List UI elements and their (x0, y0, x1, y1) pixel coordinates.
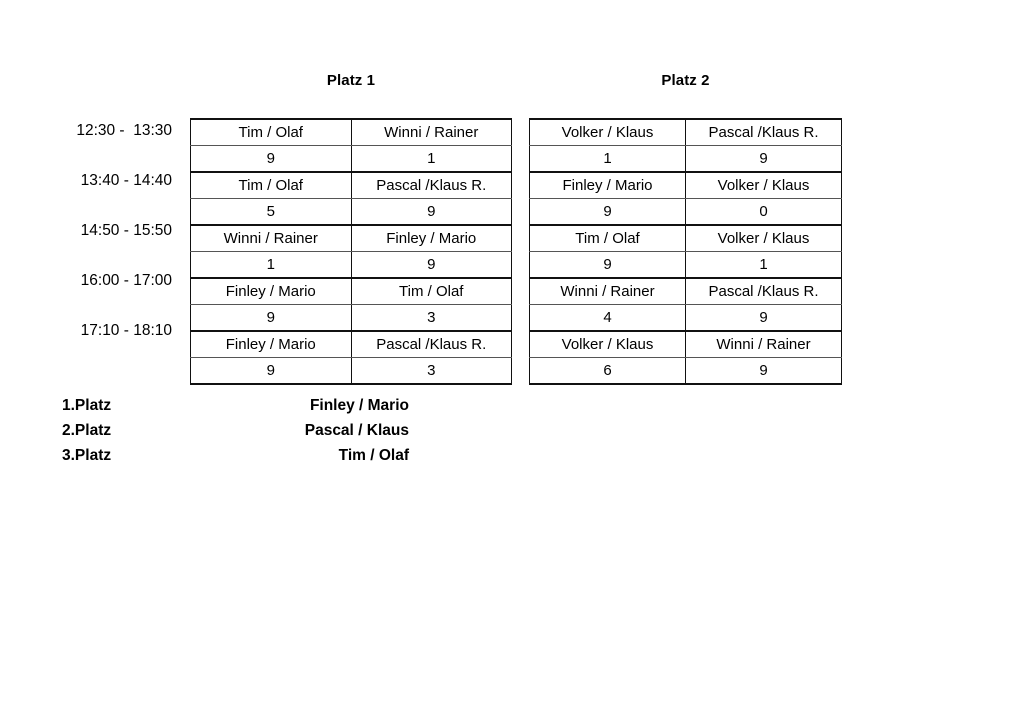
ranking-team-name: Finley / Mario (309, 397, 409, 414)
ranking-row: 3.Platz Tim / Olaf (0, 443, 415, 468)
team-cell: Pascal /Klaus R. (685, 277, 842, 305)
team-cell: Volker / Klaus (529, 118, 686, 146)
time-slot-label: 12:30 - 13:30 (76, 122, 172, 139)
team-cell: Volker / Klaus (529, 330, 686, 358)
score-cell: 1 (529, 145, 686, 173)
score-cell: 9 (685, 145, 842, 173)
team-cell: Tim / Olaf (529, 224, 686, 252)
match-teams-row: Tim / Olaf Volker / Klaus (529, 224, 842, 252)
score-cell: 1 (190, 251, 352, 279)
score-cell: 9 (529, 251, 686, 279)
score-cell: 0 (685, 198, 842, 226)
team-cell: Finley / Mario (350, 224, 512, 252)
score-cell: 9 (190, 145, 352, 173)
ranking-position-label: 1.Platz (62, 397, 112, 414)
time-slot: 17:10 - 18:10 (0, 318, 178, 368)
score-cell: 5 (190, 198, 352, 226)
match-scores-row: 6 9 (529, 357, 842, 385)
time-slot: 16:00 - 17:00 (0, 268, 178, 318)
team-cell: Finley / Mario (190, 277, 352, 305)
match-scores-row: 9 1 (190, 145, 512, 173)
ranking-row: 1.Platz Finley / Mario (0, 393, 415, 418)
ranking-position-label: 3.Platz (62, 447, 112, 464)
match-teams-row: Winni / Rainer Finley / Mario (190, 224, 512, 252)
match-scores-row: 5 9 (190, 198, 512, 226)
team-cell: Winni / Rainer (350, 118, 512, 146)
court-title-1: Platz 1 (326, 72, 376, 89)
match-scores-row: 1 9 (529, 145, 842, 173)
team-cell: Tim / Olaf (190, 171, 352, 199)
match-teams-row: Volker / Klaus Pascal /Klaus R. (529, 118, 842, 146)
match-scores-row: 9 3 (190, 304, 512, 332)
ranking-team-name: Pascal / Klaus (304, 422, 409, 439)
time-slot-label: 14:50 - 15:50 (80, 222, 172, 239)
match-teams-row: Tim / Olaf Pascal /Klaus R. (190, 171, 512, 199)
match-teams-row: Finley / Mario Tim / Olaf (190, 277, 512, 305)
score-cell: 3 (350, 304, 512, 332)
match-scores-row: 9 3 (190, 357, 512, 385)
match-scores-row: 9 0 (529, 198, 842, 226)
time-slot: 12:30 - 13:30 (0, 118, 178, 168)
team-cell: Finley / Mario (190, 330, 352, 358)
score-cell: 9 (350, 251, 512, 279)
team-cell: Finley / Mario (529, 171, 686, 199)
score-cell: 9 (685, 357, 842, 385)
team-cell: Pascal /Klaus R. (685, 118, 842, 146)
score-cell: 9 (685, 304, 842, 332)
team-cell: Volker / Klaus (685, 224, 842, 252)
final-ranking: 1.Platz Finley / Mario 2.Platz Pascal / … (0, 393, 415, 468)
team-cell: Tim / Olaf (190, 118, 352, 146)
ranking-team-name: Tim / Olaf (338, 447, 409, 464)
match-scores-row: 9 1 (529, 251, 842, 279)
match-teams-row: Winni / Rainer Pascal /Klaus R. (529, 277, 842, 305)
match-scores-row: 4 9 (529, 304, 842, 332)
team-cell: Volker / Klaus (685, 171, 842, 199)
match-teams-row: Finley / Mario Pascal /Klaus R. (190, 330, 512, 358)
score-cell: 1 (685, 251, 842, 279)
match-scores-row: 1 9 (190, 251, 512, 279)
score-cell: 3 (350, 357, 512, 385)
score-cell: 9 (350, 198, 512, 226)
team-cell: Pascal /Klaus R. (350, 171, 512, 199)
team-cell: Tim / Olaf (350, 277, 512, 305)
team-cell: Winni / Rainer (685, 330, 842, 358)
time-slot-label: 13:40 - 14:40 (80, 172, 172, 189)
score-cell: 1 (350, 145, 512, 173)
team-cell: Winni / Rainer (529, 277, 686, 305)
score-cell: 9 (190, 304, 352, 332)
match-teams-row: Volker / Klaus Winni / Rainer (529, 330, 842, 358)
court-table-2: Volker / Klaus Pascal /Klaus R. 1 9 Finl… (529, 118, 842, 385)
court-title-2: Platz 2 (661, 72, 710, 89)
ranking-position-label: 2.Platz (62, 422, 112, 439)
score-cell: 4 (529, 304, 686, 332)
time-slot: 14:50 - 15:50 (0, 218, 178, 268)
team-cell: Winni / Rainer (190, 224, 352, 252)
time-slot: 13:40 - 14:40 (0, 168, 178, 218)
score-cell: 9 (190, 357, 352, 385)
team-cell: Pascal /Klaus R. (350, 330, 512, 358)
time-slot-label: 16:00 - 17:00 (80, 272, 172, 289)
match-teams-row: Tim / Olaf Winni / Rainer (190, 118, 512, 146)
score-cell: 9 (529, 198, 686, 226)
time-slot-label: 17:10 - 18:10 (80, 322, 172, 339)
match-teams-row: Finley / Mario Volker / Klaus (529, 171, 842, 199)
ranking-row: 2.Platz Pascal / Klaus (0, 418, 415, 443)
court-table-1: Tim / Olaf Winni / Rainer 9 1 Tim / Olaf… (190, 118, 512, 385)
score-cell: 6 (529, 357, 686, 385)
time-column: 12:30 - 13:30 13:40 - 14:40 14:50 - 15:5… (0, 118, 178, 368)
